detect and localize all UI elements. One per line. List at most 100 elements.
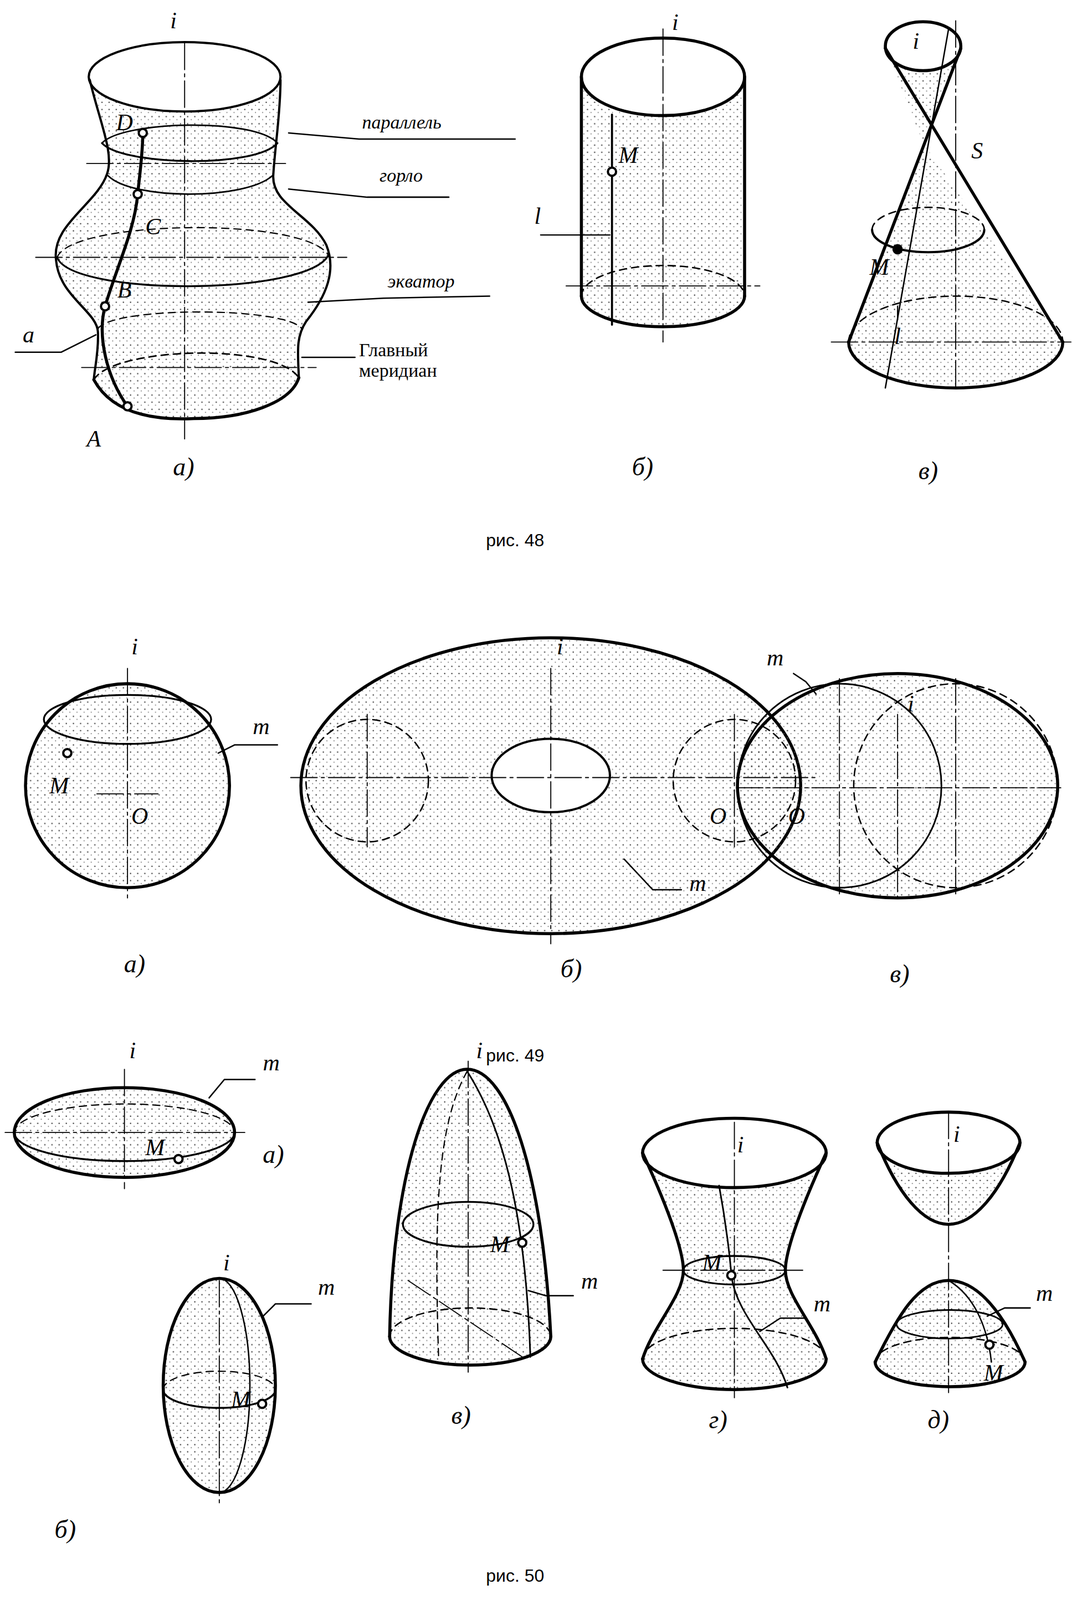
drawing-stroke — [566, 28, 761, 342]
subfigure-letter: а) — [124, 950, 146, 979]
drawing-stroke — [4, 20, 1071, 1505]
oblate-ellipsoid — [4, 1069, 255, 1189]
drawing-stroke — [102, 132, 143, 407]
drawing-stroke — [885, 21, 961, 71]
drawing-stroke — [742, 77, 747, 297]
spindle-torus — [736, 673, 1061, 899]
drawing-stroke — [183, 43, 186, 439]
drawing-stroke — [208, 1079, 255, 1098]
element-name: горло — [379, 165, 423, 186]
drawing-stroke — [896, 714, 899, 898]
drawing-stroke — [35, 43, 347, 439]
drawing-stroke — [123, 402, 132, 411]
drawing-stroke — [760, 1317, 807, 1332]
drawing-stroke — [86, 162, 286, 164]
drawing-stroke — [218, 745, 278, 754]
point-label: m — [317, 1274, 335, 1300]
subfigure-letter: в) — [889, 960, 910, 989]
drawing-stroke — [785, 1152, 827, 1359]
drawing-stroke — [611, 114, 614, 325]
figure-caption: рис. 48 — [485, 530, 545, 551]
drawing-stroke — [831, 20, 1071, 388]
drawing-stroke — [301, 356, 356, 359]
drawing-stroke — [437, 1071, 468, 1358]
drawing-stroke — [987, 1308, 1030, 1317]
drawing-stroke — [81, 366, 316, 368]
drawing-stroke — [288, 132, 516, 140]
sphere — [25, 668, 278, 898]
drawing-stroke — [258, 1399, 267, 1409]
drawing-stroke — [15, 132, 516, 358]
point-label: m — [581, 1268, 598, 1294]
drawing-stroke — [96, 793, 158, 795]
subfigure-letter: а) — [262, 1140, 284, 1169]
drawing-stroke — [4, 1069, 245, 1189]
point-label: S — [971, 137, 983, 164]
point-label: i — [131, 633, 138, 660]
drawing-stroke — [624, 859, 682, 890]
subfigure-letter: в) — [451, 1401, 471, 1430]
point-label: M — [490, 1231, 510, 1258]
point-label: M — [983, 1360, 1004, 1386]
point-label: i — [170, 7, 177, 34]
hyperboloid-one-sheet — [642, 1117, 827, 1398]
point-label: M — [49, 772, 69, 799]
drawing-stroke — [885, 45, 961, 143]
drawing-stroke — [663, 1269, 807, 1271]
drawing-stroke — [288, 188, 449, 198]
drawing-stroke — [885, 28, 949, 388]
element-name: экватор — [387, 270, 455, 292]
drawing-stroke — [948, 1280, 992, 1362]
drawing-stroke — [308, 295, 490, 302]
cylinder — [540, 28, 761, 342]
drawing-stroke — [389, 1069, 551, 1366]
subfigure-letter: б) — [560, 955, 582, 984]
drawing-stroke — [218, 1280, 220, 1505]
drawing-stroke — [407, 1280, 526, 1359]
drawing-stroke — [896, 306, 899, 319]
drawing-stroke — [174, 1155, 183, 1164]
point-label: i — [475, 1037, 483, 1064]
drawing-stroke — [57, 255, 329, 287]
drawing-stroke — [100, 302, 110, 311]
drawing-stroke — [108, 175, 273, 194]
drawing-stroke — [736, 787, 1061, 789]
drawing-stroke — [580, 77, 584, 297]
point-label: m — [766, 644, 784, 671]
point-label: i — [556, 633, 564, 660]
drawing-stroke — [793, 673, 817, 695]
drawing-stroke — [263, 1304, 312, 1317]
drawing-stroke — [662, 28, 664, 342]
point-label: i — [953, 1121, 961, 1147]
drawing-stroke — [4, 1131, 245, 1133]
cone — [831, 20, 1071, 388]
point-label: m — [813, 1290, 831, 1317]
drawing-stroke — [96, 668, 158, 898]
drawing-stroke — [734, 714, 736, 847]
figure-caption: рис. 49 — [485, 1045, 545, 1066]
point-label: B — [117, 277, 132, 303]
drawing-stroke — [55, 79, 331, 419]
drawing-stroke — [273, 79, 331, 378]
drawing-stroke — [467, 1071, 531, 1358]
element-name: параллель — [362, 111, 442, 133]
point-label: m — [263, 1049, 280, 1076]
drawing-stroke — [133, 190, 142, 199]
drawing-stroke — [467, 1060, 469, 1373]
point-label: l — [894, 323, 901, 350]
point-label: D — [115, 109, 133, 136]
drawing-stroke — [93, 352, 299, 380]
drawing-stroke — [955, 20, 957, 388]
surface-of-revolution — [15, 42, 516, 439]
element-name: Главный меридиан — [358, 339, 487, 382]
subfigure-letter: а) — [172, 453, 194, 482]
drawing-stroke — [57, 227, 329, 258]
drawing-stroke — [734, 1122, 736, 1398]
drawing-stroke — [875, 1280, 1026, 1362]
drawing-stroke — [138, 129, 147, 138]
point-label: i — [672, 9, 679, 35]
drawing-stroke — [663, 1122, 807, 1398]
drawing-stroke — [947, 1111, 950, 1393]
